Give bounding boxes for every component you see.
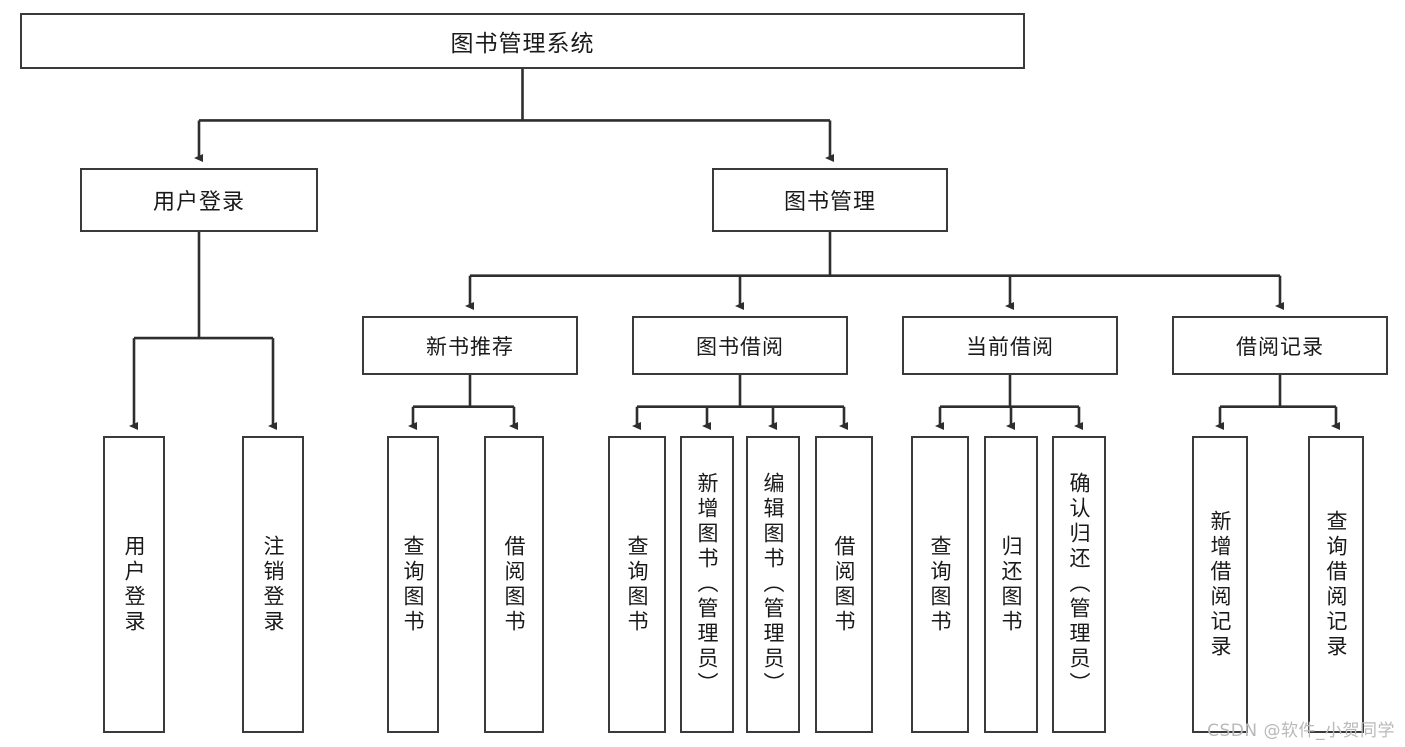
node-label: 查询图书: [625, 534, 650, 635]
node-leaf-query-borrow-record[interactable]: 查询借阅记录: [1308, 436, 1364, 733]
node-label: 确认归还（管理员）: [1067, 472, 1092, 697]
node-leaf-borrow-book[interactable]: 借阅图书: [815, 436, 873, 733]
node-leaf-return-book[interactable]: 归还图书: [984, 436, 1038, 733]
node-label: 新增图书（管理员）: [695, 472, 720, 697]
node-leaf-logout[interactable]: 注销登录: [242, 436, 304, 733]
node-leaf-user-login[interactable]: 用户登录: [103, 436, 165, 733]
node-label: 新书推荐: [426, 334, 514, 359]
node-leaf-query-book-borrow[interactable]: 查询图书: [608, 436, 666, 733]
node-label: 归还图书: [999, 534, 1024, 635]
node-leaf-add-borrow-record[interactable]: 新增借阅记录: [1192, 436, 1248, 733]
node-borrow-record[interactable]: 借阅记录: [1172, 316, 1388, 375]
node-new-book-rec[interactable]: 新书推荐: [362, 316, 578, 375]
node-label: 图书管理系统: [450, 31, 595, 57]
node-book-borrow[interactable]: 图书借阅: [632, 316, 848, 375]
node-current-borrow[interactable]: 当前借阅: [902, 316, 1118, 375]
node-leaf-confirm-return-admin[interactable]: 确认归还（管理员）: [1052, 436, 1106, 733]
node-label: 图书管理: [783, 190, 876, 215]
node-leaf-edit-book-admin[interactable]: 编辑图书（管理员）: [746, 436, 800, 733]
node-label: 用户登录: [122, 534, 147, 635]
node-leaf-query-book-rec[interactable]: 查询图书: [387, 436, 439, 733]
node-label: 借阅图书: [832, 534, 857, 635]
node-root[interactable]: 图书管理系统: [20, 13, 1025, 69]
node-label: 新增借阅记录: [1208, 509, 1233, 660]
node-label: 编辑图书（管理员）: [761, 472, 786, 697]
node-label: 查询图书: [401, 534, 426, 635]
node-leaf-borrow-book-rec[interactable]: 借阅图书: [484, 436, 544, 733]
node-leaf-add-book-admin[interactable]: 新增图书（管理员）: [680, 436, 734, 733]
node-user-login[interactable]: 用户登录: [80, 168, 318, 232]
node-label: 注销登录: [261, 534, 286, 635]
node-label: 用户登录: [152, 190, 245, 215]
node-label: 借阅图书: [502, 534, 527, 635]
node-label: 查询图书: [928, 534, 953, 635]
node-leaf-query-book-current[interactable]: 查询图书: [911, 436, 969, 733]
watermark-text: CSDN @软件_小贺同学: [1207, 721, 1395, 741]
node-label: 当前借阅: [966, 334, 1054, 359]
node-label: 查询借阅记录: [1324, 509, 1349, 660]
node-label: 借阅记录: [1236, 334, 1324, 359]
node-label: 图书借阅: [696, 334, 784, 359]
node-book-manage[interactable]: 图书管理: [712, 168, 948, 232]
